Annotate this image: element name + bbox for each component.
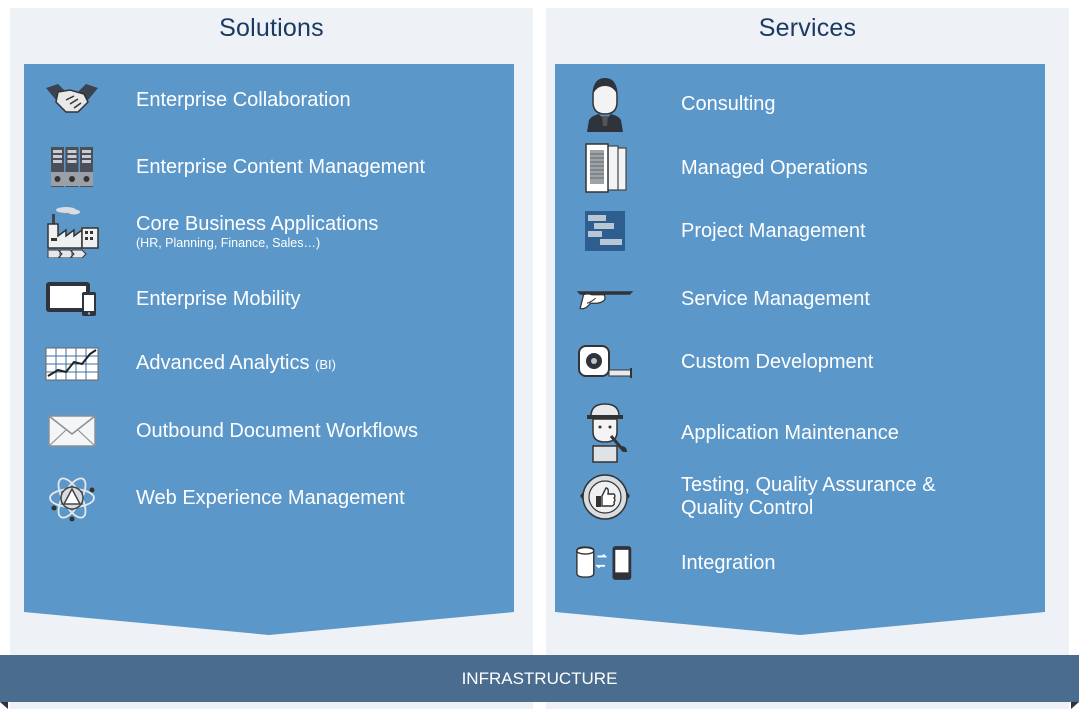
solution-label: Enterprise Collaboration xyxy=(136,88,351,111)
envelope-icon xyxy=(42,414,102,448)
service-label-line2: Quality Control xyxy=(681,497,814,519)
solution-outbound-document-workflows[interactable]: Outbound Document Workflows xyxy=(42,414,418,448)
service-label: Consulting xyxy=(681,92,776,115)
service-integration[interactable]: Integration xyxy=(575,544,776,582)
solution-enterprise-content-management[interactable]: Enterprise Content Management xyxy=(42,146,425,188)
infrastructure-label: INFRASTRUCTURE xyxy=(461,669,618,688)
service-consulting[interactable]: Consulting xyxy=(575,76,776,132)
service-label-amp: & xyxy=(922,474,936,496)
solution-label-suffix: (BI) xyxy=(315,357,336,372)
solutions-title: Solutions xyxy=(219,14,324,42)
factory-icon xyxy=(42,206,102,258)
tablet-phone-icon xyxy=(42,280,102,318)
tape-measure-icon xyxy=(575,344,635,380)
service-label: Integration xyxy=(681,551,776,574)
service-label: Testing, Quality Assurance xyxy=(681,474,917,496)
chart-icon xyxy=(42,346,102,382)
solution-web-experience-management[interactable]: Web Experience Management xyxy=(42,474,405,522)
solution-label-wrap: Advanced Analytics (BI) xyxy=(136,352,336,376)
solution-text-block: Core Business Applications (HR, Planning… xyxy=(136,213,378,251)
thumbs-up-badge-icon xyxy=(575,472,635,522)
service-label-line1-wrap: Testing, Quality Assurance & xyxy=(681,474,936,497)
solution-label: Core Business Applications xyxy=(136,213,379,235)
service-project-management[interactable]: Project Management xyxy=(575,210,866,252)
solution-enterprise-mobility[interactable]: Enterprise Mobility xyxy=(42,280,301,318)
solution-sublabel: (HR, Planning, Finance, Sales…) xyxy=(136,236,321,250)
service-label: Application Maintenance xyxy=(681,421,899,444)
infrastructure-bar xyxy=(0,655,1079,709)
services-panel xyxy=(555,64,1045,635)
service-service-management[interactable]: Service Management xyxy=(575,282,870,316)
service-application-maintenance[interactable]: Application Maintenance xyxy=(575,402,899,464)
solution-label: Enterprise Content Management xyxy=(136,155,426,178)
serving-tray-icon xyxy=(575,282,635,316)
gantt-icon xyxy=(575,210,635,252)
service-testing-quality[interactable]: Testing, Quality Assurance & Quality Con… xyxy=(575,472,936,522)
service-label: Service Management xyxy=(681,287,870,310)
service-custom-development[interactable]: Custom Development xyxy=(575,344,873,380)
database-phone-icon xyxy=(575,544,635,582)
service-managed-operations[interactable]: Managed Operations xyxy=(575,142,868,194)
services-title: Services xyxy=(758,14,857,42)
mechanic-icon xyxy=(575,402,635,464)
solution-enterprise-collaboration[interactable]: Enterprise Collaboration xyxy=(42,82,351,118)
binders-icon xyxy=(42,146,102,188)
solution-label: Advanced Analytics xyxy=(136,352,310,374)
handshake-icon xyxy=(42,82,102,118)
service-text-block: Testing, Quality Assurance & Quality Con… xyxy=(681,474,936,520)
solution-label: Outbound Document Workflows xyxy=(136,419,418,442)
service-label: Managed Operations xyxy=(681,156,868,179)
solution-label: Enterprise Mobility xyxy=(136,287,301,310)
service-label: Custom Development xyxy=(681,350,874,373)
consultant-icon xyxy=(575,76,635,132)
solution-label: Web Experience Management xyxy=(136,486,405,509)
solution-advanced-analytics[interactable]: Advanced Analytics (BI) xyxy=(42,346,336,382)
solution-core-business-applications[interactable]: Core Business Applications (HR, Planning… xyxy=(42,206,378,258)
solutions-panel xyxy=(24,64,514,635)
service-label: Project Management xyxy=(681,219,866,242)
server-icon xyxy=(575,142,635,194)
atom-icon xyxy=(42,474,102,522)
